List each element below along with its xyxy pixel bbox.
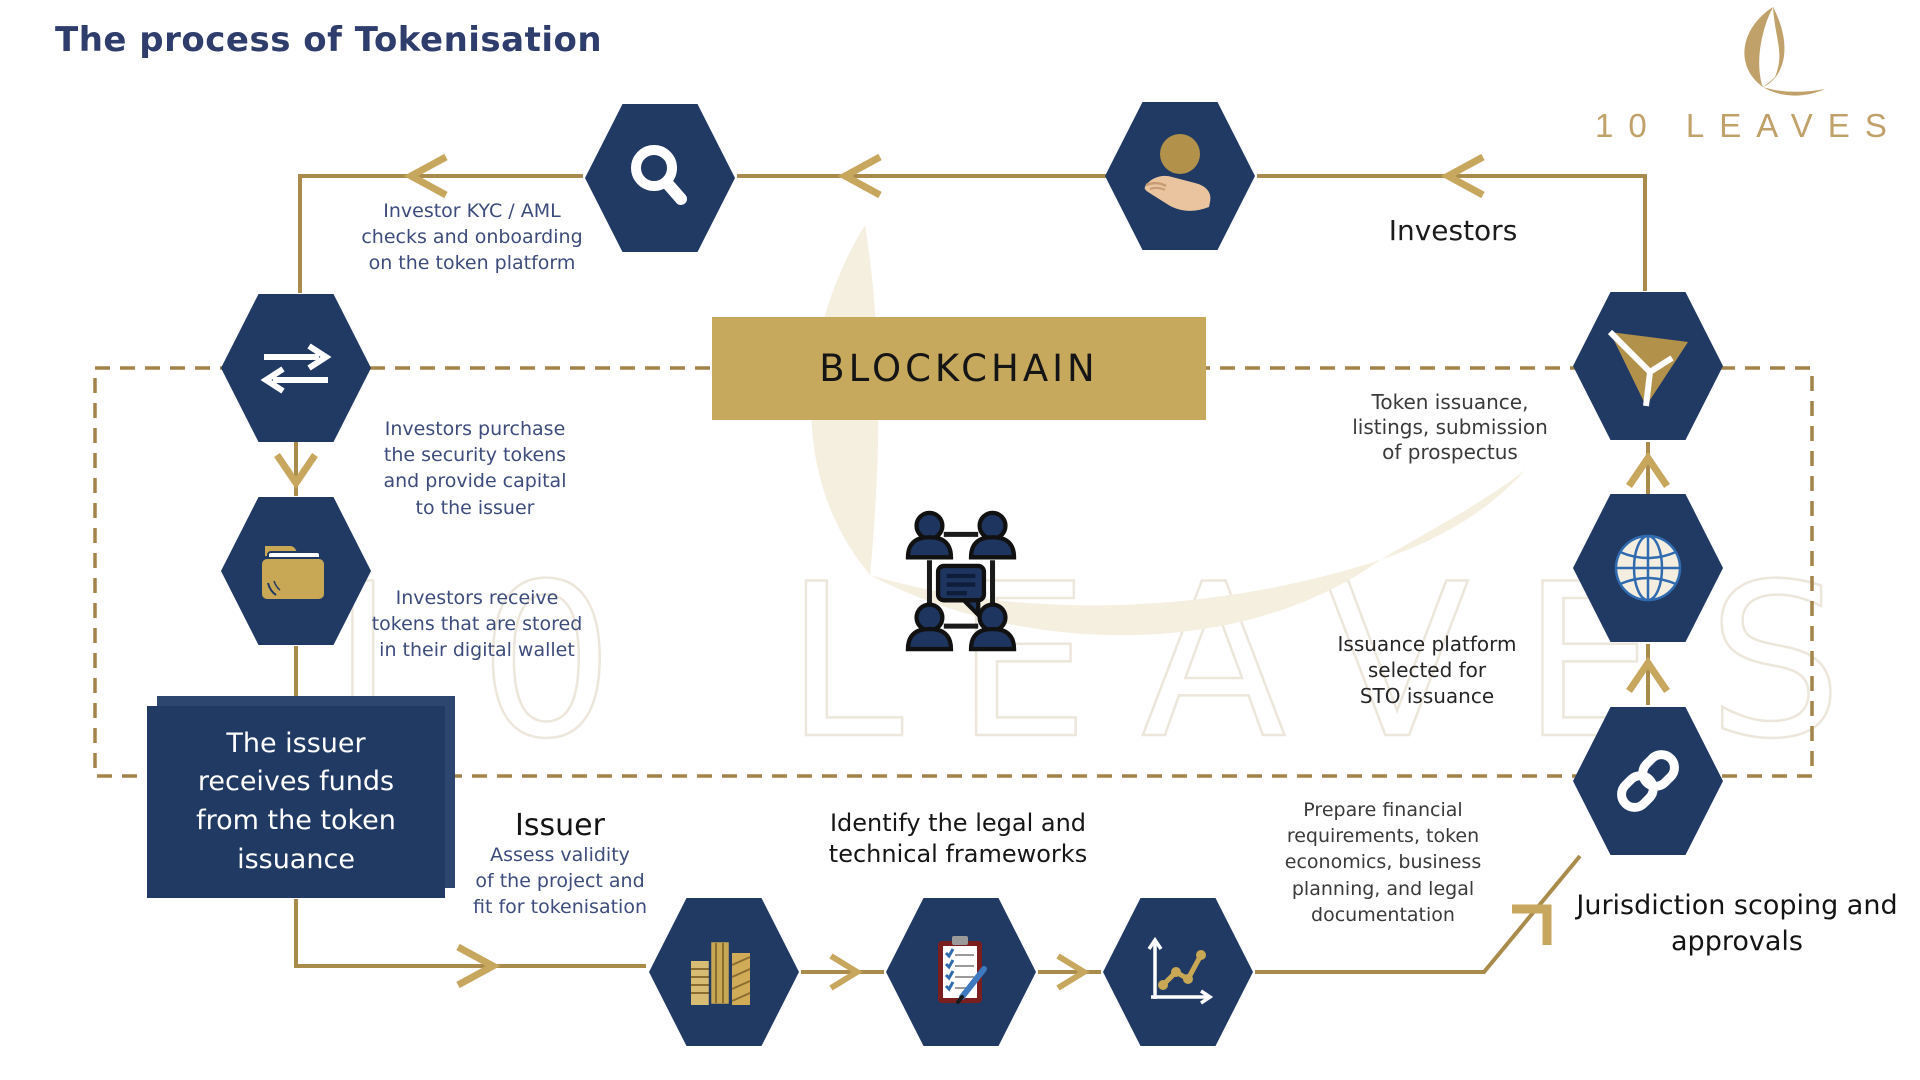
folder-icon [260, 544, 326, 601]
hexagon-platform [1573, 494, 1723, 642]
hexagon-issuer-assess [649, 898, 799, 1046]
buildings-icon [691, 939, 751, 1007]
identify-caption: Identify the legal and technical framewo… [828, 809, 1088, 868]
receive-caption: Investors receive tokens that are stored… [371, 587, 583, 662]
logo-wordmark: 10 LEAVES [1595, 107, 1902, 144]
clipboard-checklist-icon [938, 936, 987, 1004]
globe-icon [1614, 534, 1682, 602]
page-title: The process of Tokenisation [55, 20, 603, 60]
purchase-caption: Investors purchase the security tokens a… [383, 418, 567, 519]
token-issuance-caption: Token issuance, listings, submission of … [1352, 390, 1548, 464]
issuer-funds-box: The issuer receives funds from the token… [147, 696, 455, 898]
line-chart-icon [1147, 936, 1214, 1005]
magnifier-icon [631, 145, 687, 205]
jurisdiction-label: Jurisdiction scoping and approvals [1576, 890, 1898, 958]
arrowheads [274, 153, 1670, 991]
issuer-label: Issuer [515, 808, 605, 843]
company-logo: 10 LEAVES [1595, 5, 1902, 145]
paper-plane-icon [1607, 329, 1688, 407]
hexagon-jurisdiction [1573, 707, 1723, 855]
blockchain-label: BLOCKCHAIN [819, 347, 1099, 390]
hand-coin-icon [1144, 134, 1211, 211]
assess-caption: Assess validity of the project and fit f… [473, 844, 647, 919]
dashed-loop [93, 366, 1814, 778]
leaf-icon [1744, 7, 1825, 96]
kyc-caption: Investor KYC / AML checks and onboarding… [361, 200, 583, 275]
exchange-arrows-icon [260, 343, 332, 394]
investors-label: Investors [1388, 214, 1518, 247]
chain-link-icon [1617, 750, 1679, 812]
people-network-icon [905, 510, 1017, 652]
hexagon-legal-frameworks [886, 898, 1036, 1046]
issuer-funds-text: The issuer receives funds from the token… [196, 727, 396, 875]
hexagon-wallet [221, 497, 371, 645]
blockchain-banner: BLOCKCHAIN [712, 317, 1206, 420]
hexagon-financial-prep [1103, 898, 1253, 1046]
hexagon-kyc [585, 104, 735, 252]
platform-caption: Issuance platform selected for STO issua… [1337, 632, 1517, 708]
prepare-caption: Prepare financial requirements, token ec… [1284, 799, 1482, 926]
